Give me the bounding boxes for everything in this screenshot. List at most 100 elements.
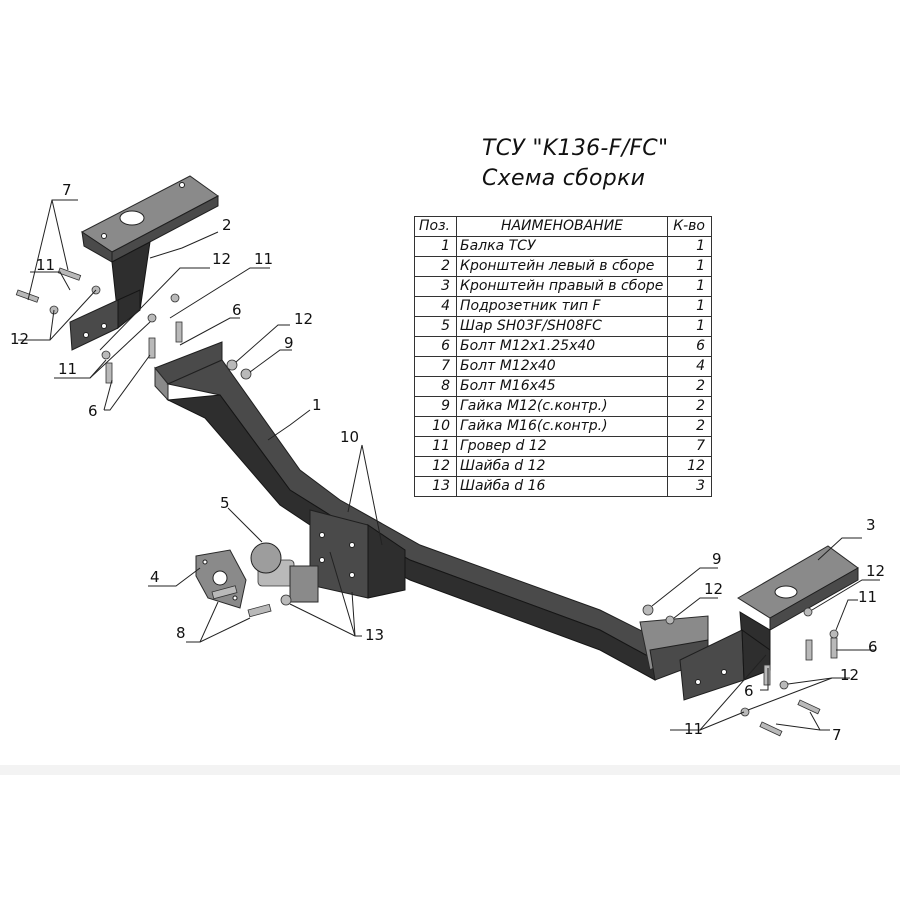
- callout-12-left-b: 12: [10, 330, 29, 348]
- right-bolts: [642, 604, 839, 737]
- tow-beam: [154, 341, 709, 681]
- row-name: Шар SH03F/SH08FC: [456, 316, 668, 337]
- callout-11-left: 11: [36, 256, 55, 274]
- row-pos: 8: [414, 376, 457, 397]
- row-name: Болт М16х45: [456, 376, 668, 397]
- diagram-subtitle: Схема сборки: [482, 166, 646, 191]
- callout-2: 2: [222, 216, 232, 234]
- callout-12-left-a: 12: [212, 250, 231, 268]
- header-name: НАИМЕНОВАНИЕ: [456, 216, 668, 237]
- callout-10: 10: [340, 428, 359, 446]
- row-qty: 2: [667, 416, 712, 437]
- callout-12-right-c: 12: [840, 666, 859, 684]
- row-pos: 2: [414, 256, 457, 277]
- row-pos: 1: [414, 236, 457, 257]
- callout-6-right-b: 6: [744, 682, 754, 700]
- row-qty: 1: [667, 296, 712, 317]
- row-pos: 9: [414, 396, 457, 417]
- tow-ball: [250, 542, 319, 603]
- callout-7-right: 7: [832, 726, 842, 744]
- diagram-title: ТСУ "K136-F/FC": [482, 136, 669, 161]
- leader-lines: [18, 199, 880, 731]
- callout-11-right-b: 11: [684, 720, 703, 738]
- row-pos: 11: [414, 436, 457, 457]
- callout-3: 3: [866, 516, 876, 534]
- row-pos: 4: [414, 296, 457, 317]
- row-qty: 1: [667, 236, 712, 257]
- row-pos: 10: [414, 416, 457, 437]
- ball-bolts: [211, 585, 292, 618]
- row-name: Гайка М16(с.контр.): [456, 416, 668, 437]
- callout-11-right-a: 11: [858, 588, 877, 606]
- row-qty: 7: [667, 436, 712, 457]
- row-name: Гайка М12(с.контр.): [456, 396, 668, 417]
- row-qty: 1: [667, 316, 712, 337]
- row-pos: 7: [414, 356, 457, 377]
- socket-plate: [195, 549, 247, 609]
- row-qty: 2: [667, 376, 712, 397]
- header-pos: Поз.: [414, 216, 457, 237]
- row-name: Шайба d 12: [456, 456, 668, 477]
- row-qty: 2: [667, 396, 712, 417]
- row-name: Болт М12х40: [456, 356, 668, 377]
- callout-6-left: 6: [232, 301, 242, 319]
- callout-1: 1: [312, 396, 322, 414]
- row-name: Шайба d 16: [456, 476, 668, 497]
- callout-12-center: 12: [294, 310, 313, 328]
- callout-8: 8: [176, 624, 186, 642]
- left-bolts: [15, 267, 183, 384]
- callout-5: 5: [220, 494, 230, 512]
- callout-11-left-c: 11: [58, 360, 77, 378]
- row-name: Кронштейн левый в сборе: [456, 256, 668, 277]
- row-pos: 6: [414, 336, 457, 357]
- row-pos: 12: [414, 456, 457, 477]
- callout-7-left: 7: [62, 181, 72, 199]
- table-header-row: Поз. НАИМЕНОВАНИЕ К-во: [414, 216, 712, 237]
- callout-9-right: 9: [712, 550, 722, 568]
- row-name: Кронштейн правый в сборе: [456, 276, 668, 297]
- row-name: Гровер d 12: [456, 436, 668, 457]
- callout-13: 13: [365, 626, 384, 644]
- nut-9-center: [240, 368, 252, 380]
- row-qty: 1: [667, 276, 712, 297]
- row-qty: 12: [667, 456, 712, 477]
- row-name: Болт М12х1.25х40: [456, 336, 668, 357]
- left-bracket: [69, 175, 219, 351]
- callout-9-center: 9: [284, 334, 294, 352]
- callout-12-right-a: 12: [704, 580, 723, 598]
- footer-band: [0, 765, 900, 775]
- header-qty: К-во: [667, 216, 712, 237]
- callout-12-right-b: 12: [866, 562, 885, 580]
- row-qty: 1: [667, 256, 712, 277]
- callout-6-left-b: 6: [88, 402, 98, 420]
- row-qty: 3: [667, 476, 712, 497]
- washer-12-center: [226, 359, 238, 371]
- row-name: Подрозетник тип F: [456, 296, 668, 317]
- callout-4: 4: [150, 568, 160, 586]
- row-name: Балка ТСУ: [456, 236, 668, 257]
- callout-11-left-b: 11: [254, 250, 273, 268]
- row-qty: 4: [667, 356, 712, 377]
- row-pos: 5: [414, 316, 457, 337]
- row-qty: 6: [667, 336, 712, 357]
- callout-6-right-a: 6: [868, 638, 878, 656]
- row-pos: 3: [414, 276, 457, 297]
- callouts: 7 2 11 12 11 12 11 6 6 12 9 1 10 5 4 8 1…: [10, 181, 885, 744]
- row-pos: 13: [414, 476, 457, 497]
